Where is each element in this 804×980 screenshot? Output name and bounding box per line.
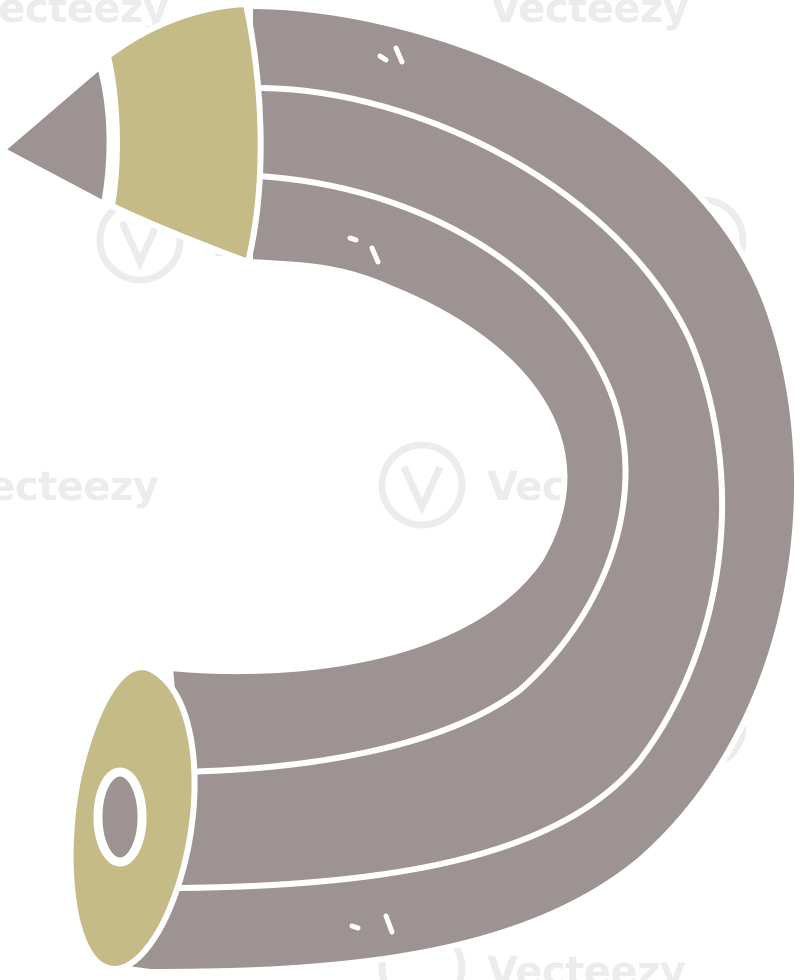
watermark-text: Vecteezy xyxy=(0,0,169,32)
pencil-tip xyxy=(0,63,113,207)
pencil-stripe-outer xyxy=(177,85,726,891)
pencil-ferrule xyxy=(105,1,264,265)
pencil-stripe-inner xyxy=(173,173,629,775)
pencil-highlights xyxy=(347,45,405,935)
vecteezy-logo-icon xyxy=(378,441,466,529)
watermark-text: Vecteezy xyxy=(0,464,159,510)
pencil-graphite-core xyxy=(93,767,147,867)
watermark-text: Vecteezy xyxy=(490,0,689,32)
watermark-text: Vecteezy xyxy=(487,949,686,980)
